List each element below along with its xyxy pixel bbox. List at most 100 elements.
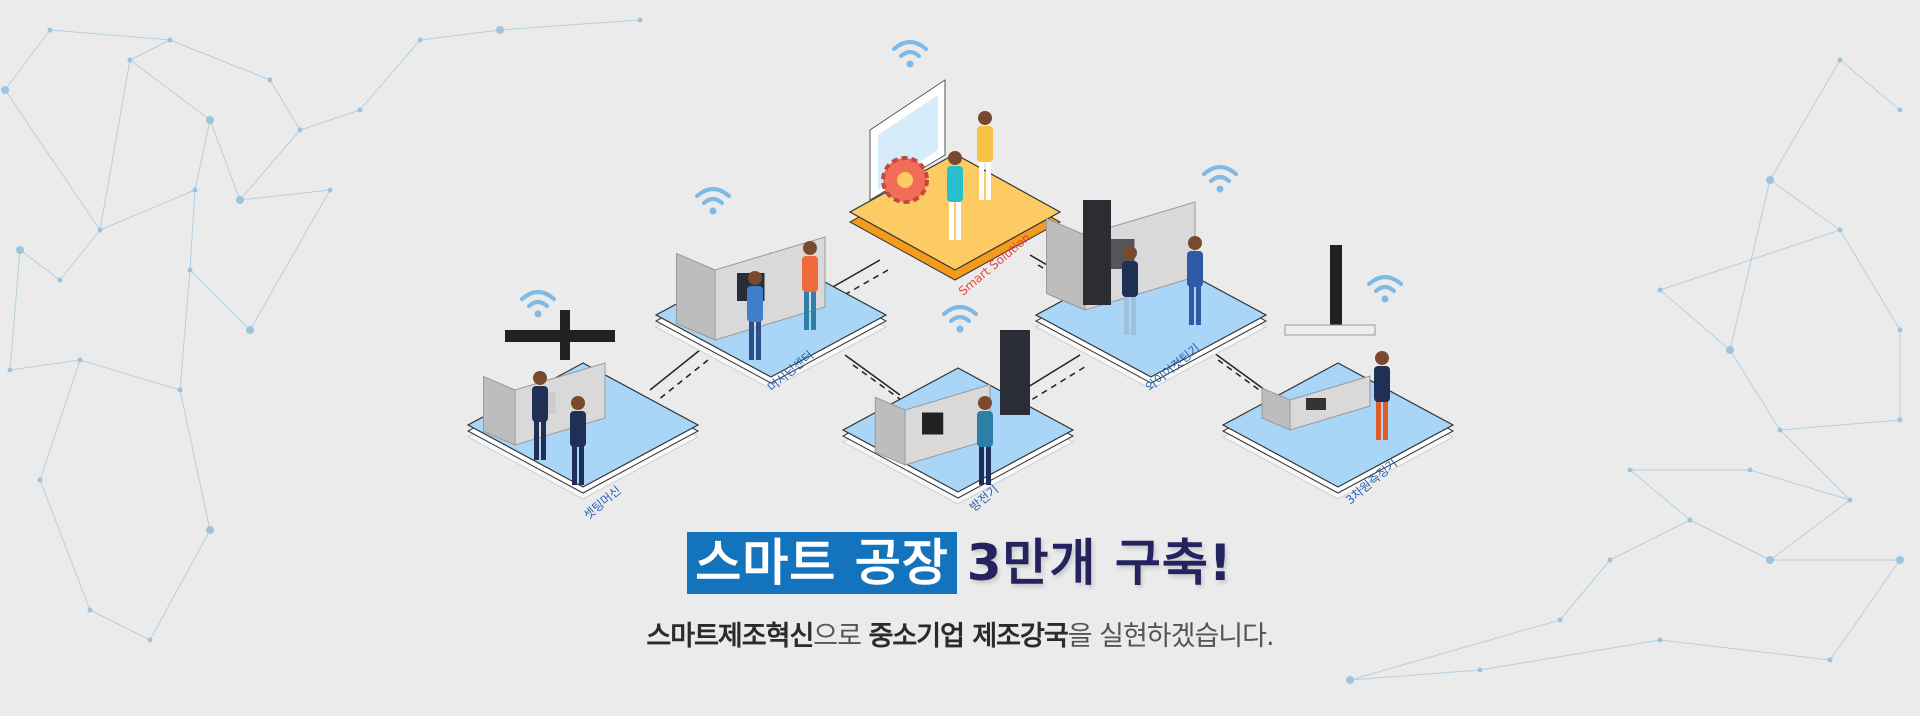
connector-dashed [657, 359, 709, 401]
network-line [89, 609, 151, 641]
connector-solid [1209, 349, 1266, 391]
network-node [1847, 497, 1853, 503]
network-line [1839, 59, 1901, 111]
network-node [1657, 287, 1663, 293]
person-torso [1374, 366, 1390, 402]
machine-side [1046, 217, 1086, 311]
tile-machining-center [654, 187, 888, 390]
headline-rest: 3만개 구축! [966, 534, 1233, 592]
person-leg [1196, 285, 1201, 325]
connector-dashed [1022, 364, 1089, 406]
machine-side [676, 252, 716, 341]
subtitle-part4: 을 실현하겠습니다. [1067, 621, 1275, 652]
network-node [357, 107, 363, 113]
person-leg [956, 200, 961, 240]
network-line [1769, 499, 1851, 561]
wifi-icon [520, 290, 556, 318]
network-line [9, 359, 81, 371]
network-node [127, 57, 133, 63]
wifi-dot [906, 60, 914, 68]
network-node [187, 267, 193, 273]
person-head [1123, 246, 1137, 260]
wifi-icon [942, 305, 978, 333]
person-leg [579, 445, 584, 485]
person-torso [802, 256, 818, 292]
network-line [99, 59, 131, 231]
network-line [99, 189, 196, 231]
wifi-arc-outer [695, 187, 731, 198]
person-leg [979, 445, 984, 485]
person-torso [570, 411, 586, 447]
network-node [1837, 227, 1843, 233]
network-line [499, 19, 641, 31]
wifi-dot [956, 325, 964, 333]
person-leg [979, 160, 984, 200]
person-leg [756, 320, 761, 360]
network-line [59, 229, 101, 281]
network-line [19, 249, 61, 281]
tile-3d-measuring [1221, 245, 1455, 500]
tile-wire-cutting [1034, 165, 1268, 390]
person-figure [570, 396, 586, 485]
network-node [1657, 637, 1663, 643]
network-line [49, 29, 171, 41]
network-node [206, 116, 214, 124]
network-node [297, 127, 303, 133]
network-node [246, 326, 254, 334]
person-leg [949, 200, 954, 240]
network-line [194, 119, 211, 191]
network-node [1897, 107, 1903, 113]
network-line [1749, 469, 1851, 501]
person-head [1188, 236, 1202, 250]
person-leg [1189, 285, 1194, 325]
person-head [1375, 351, 1389, 365]
person-leg [1124, 295, 1129, 335]
network-node [37, 477, 43, 483]
network-line [209, 119, 241, 201]
wifi-icon [892, 40, 928, 68]
tile-surface [1221, 362, 1455, 488]
wifi-arc-inner [702, 197, 724, 205]
wifi-dot [709, 207, 717, 215]
person-head [978, 396, 992, 410]
network-line [129, 59, 211, 121]
network-line [39, 359, 81, 481]
network-line [39, 479, 91, 611]
person-figure [1374, 351, 1390, 440]
network-line [1659, 289, 1731, 351]
network-line [4, 29, 51, 91]
network-line [1769, 59, 1841, 181]
network-node [1766, 176, 1774, 184]
network-node [1346, 676, 1354, 684]
headline-highlight: 스마트 공장 [687, 532, 957, 594]
network-line [359, 39, 421, 111]
network-line [1829, 559, 1901, 661]
wifi-dot [534, 310, 542, 318]
network-node [1897, 417, 1903, 423]
wifi-icon [1202, 165, 1238, 193]
machine-side [874, 396, 906, 466]
network-line [269, 79, 301, 131]
gear-hole [897, 172, 913, 188]
person-head [803, 241, 817, 255]
network-node [1, 86, 9, 94]
center-tile-smart-solution [848, 40, 1062, 281]
network-line [239, 129, 301, 201]
network-node [496, 26, 504, 34]
network-node [637, 17, 643, 23]
tile-setting-machine [466, 290, 700, 500]
network-node [7, 367, 13, 373]
wifi-dot [1216, 185, 1224, 193]
wifi-dot [1381, 295, 1389, 303]
network-node [192, 187, 198, 193]
network-line [169, 39, 271, 81]
person-figure [802, 241, 818, 330]
person-torso [977, 411, 993, 447]
network-line [1839, 229, 1901, 331]
person-torso [747, 286, 763, 322]
wifi-arc-inner [1209, 175, 1231, 183]
wifi-icon [1367, 275, 1403, 303]
network-line [1729, 349, 1781, 431]
connector-solid [844, 354, 901, 396]
